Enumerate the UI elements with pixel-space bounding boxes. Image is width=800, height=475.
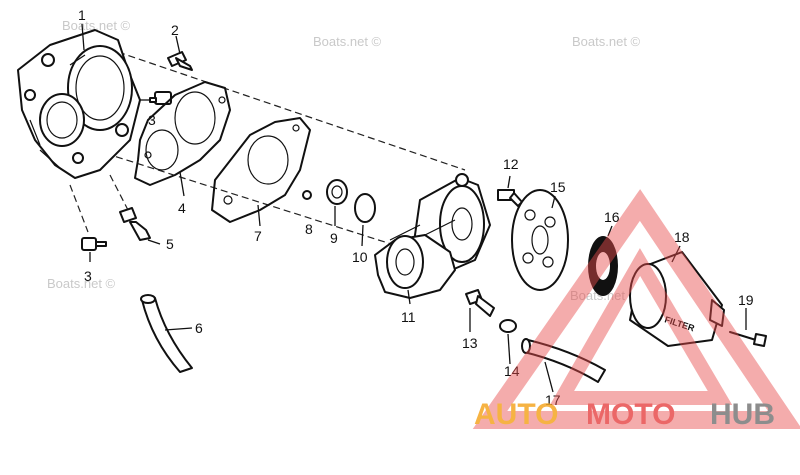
watermark-4: Boats.net © [47,276,116,291]
label-part-19: 19 [738,292,754,308]
screw-part-19 [729,308,767,347]
label-part-9: 9 [330,230,338,246]
part-labels: 1 2 3 3 4 5 6 7 8 9 10 11 12 13 14 15 16… [78,7,754,408]
label-part-18: 18 [674,229,690,245]
logo-text-auto: AUTO [474,398,558,431]
label-part-16: 16 [604,209,620,225]
logo-text-hub: HUB [710,398,775,431]
watermark-3: Boats.net © [572,34,641,49]
label-part-1: 1 [78,7,86,23]
logo-triangle-outer [472,189,800,429]
label-part-3-lower: 3 [84,268,92,284]
gasket-part-4 [134,81,231,197]
screw-part-12 [497,175,523,207]
label-part-14: 14 [504,363,520,379]
label-part-10: 10 [352,249,368,265]
label-part-11: 11 [401,309,416,325]
label-part-12: 12 [503,156,519,172]
bolt-part-3-lower [81,237,107,262]
watermark-2: Boats.net © [313,34,382,49]
clip-part-14 [499,319,517,365]
screw-part-2 [167,35,193,71]
hose-part-6 [140,294,193,373]
fitting-part-5 [119,207,161,245]
label-part-3-upper: 3 [148,112,156,128]
hose-part-17 [521,338,606,393]
fitting-part-13 [465,289,495,332]
gasket-part-7 [211,117,311,227]
label-part-6: 6 [195,320,203,336]
pump-housing [17,29,141,179]
label-part-5: 5 [166,236,174,252]
label-part-17: 17 [545,392,561,408]
filter-part-18: FILTER [629,245,725,347]
impeller-part-15 [511,189,569,291]
seal-ring-part-16 [588,225,618,296]
watermark-1: Boats.net © [62,18,131,33]
label-part-7: 7 [254,228,262,244]
label-part-8: 8 [305,221,313,237]
label-part-4: 4 [178,200,186,216]
label-part-2: 2 [171,22,179,38]
label-part-13: 13 [462,335,478,351]
logo-triangle-inner [549,248,733,405]
o-ring-part-10 [354,193,376,247]
watermarks: Boats.net © Boats.net © Boats.net © Boat… [47,18,641,303]
seal-part-9 [326,179,348,226]
logo-text-moto: MOTO [586,398,675,431]
alignment-lines [69,51,466,251]
automotohub-logo: AUTO MOTO HUB [472,189,800,431]
label-part-15: 15 [550,179,566,195]
nut-part-8 [302,190,312,200]
pump-body [374,173,491,305]
